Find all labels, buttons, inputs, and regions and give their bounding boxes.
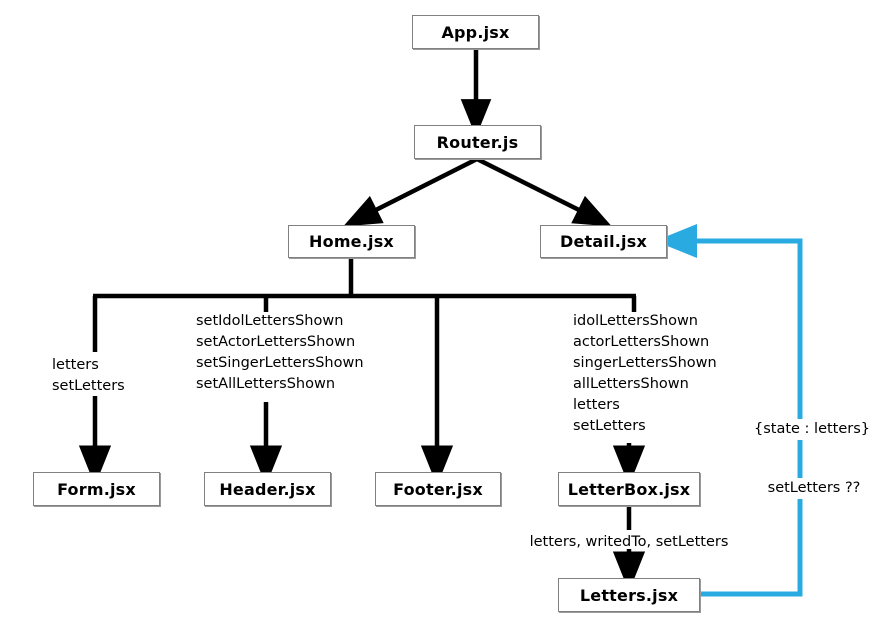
node-label: Letters.jsx xyxy=(579,585,679,605)
node-form-jsx[interactable]: Form.jsx xyxy=(33,472,160,506)
node-label: Home.jsx xyxy=(309,232,394,251)
edge-label-letters-props: letters, writedTo, setLetters xyxy=(529,534,729,550)
node-label: App.jsx xyxy=(441,22,510,42)
node-letterbox-jsx[interactable]: LetterBox.jsx xyxy=(558,472,700,506)
node-home-jsx[interactable]: Home.jsx xyxy=(288,225,415,258)
node-label: Header.jsx xyxy=(219,479,316,499)
node-label: LetterBox.jsx xyxy=(567,479,691,499)
node-detail-jsx[interactable]: Detail.jsx xyxy=(540,225,667,258)
edge-router-to-home xyxy=(343,156,479,227)
node-label: Router.js xyxy=(436,132,519,152)
node-label: Footer.jsx xyxy=(393,479,483,499)
node-letters-jsx[interactable]: Letters.jsx xyxy=(558,578,700,612)
edge-label-setletters-question: setLetters ?? xyxy=(765,478,863,499)
edge-label-header-props: setIdolLettersShown setActorLettersShown… xyxy=(196,313,364,392)
edge-label-form-props: letters setLetters xyxy=(52,357,125,394)
node-label: Form.jsx xyxy=(57,479,136,499)
node-header-jsx[interactable]: Header.jsx xyxy=(204,472,331,506)
edge-label-state-letters: {state : letters} xyxy=(751,419,873,440)
edge-router-to-detail xyxy=(475,156,612,227)
node-router-js[interactable]: Router.js xyxy=(414,125,541,159)
edge-label-letterbox-props: idolLettersShown actorLettersShown singe… xyxy=(573,313,717,434)
node-label: Detail.jsx xyxy=(560,232,647,251)
node-footer-jsx[interactable]: Footer.jsx xyxy=(375,472,501,506)
edge-home-bus xyxy=(93,258,636,299)
edge-letters-to-detail xyxy=(654,224,803,597)
edge-home-to-letterbox xyxy=(612,296,646,486)
node-app-jsx[interactable]: App.jsx xyxy=(412,15,539,49)
